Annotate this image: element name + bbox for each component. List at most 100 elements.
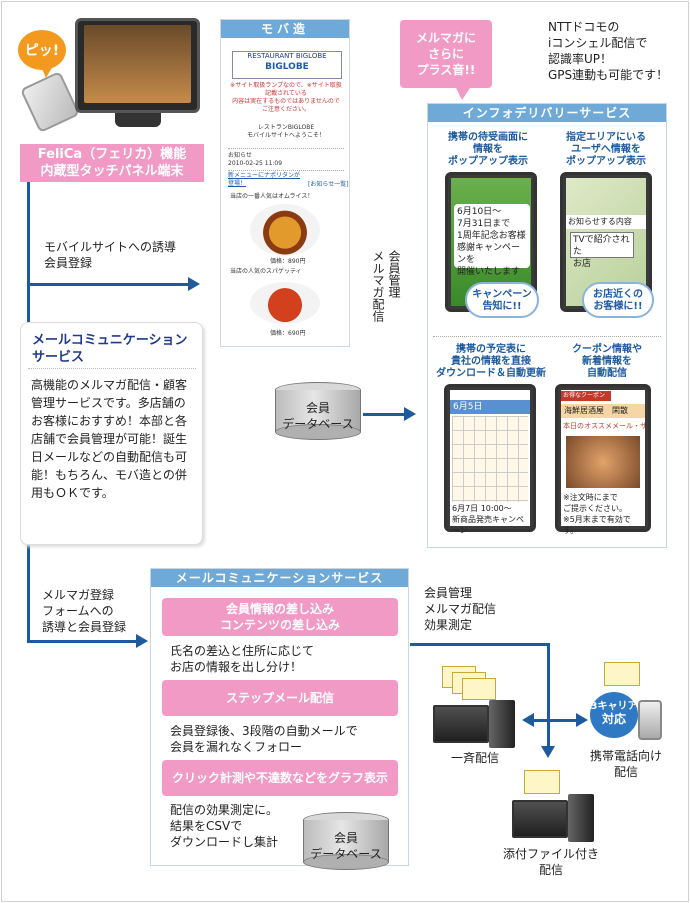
flow-text-line: メルマガ登録 [42,588,115,602]
popup-line: 1周年記念お客様 [457,231,526,241]
note-line: ※5月末まで有効です。 [563,515,631,535]
mobile-site-title: モバ造 [221,20,349,38]
card-divider [28,368,196,369]
divider [228,148,344,149]
db-label: 会員 データベース [304,820,388,862]
info-delivery-title: インフォデリバリーサービス [428,104,666,122]
biglobe-logo: BIGLOBE [265,62,309,72]
db-label-line: データベース [282,417,354,431]
flow-line-right-h [410,643,550,646]
caption-line: クーポン情報や [572,344,642,355]
brand-top-text: RESTAURANT BIGLOBE [247,52,327,60]
caption-line: 携帯の待受画面に [448,132,528,143]
item2-name: 当店の人気のスパゲッティ [230,268,302,275]
caption-line: ユーザへ情報を [571,144,641,155]
mobile-delivery-label: 携帯電話向け 配信 [580,748,672,780]
flow-line-upper [27,283,192,286]
note-line: ※注文時にまで [563,493,618,502]
db-label-line: データベース [310,847,382,861]
graph-desc: 配信の効果測定に。 結果をCSVで ダウンロードし集計 [170,802,278,850]
flow-mailmag-text: メルマガ登録 フォームへの 誘導と会員登録 [42,587,126,635]
callout-tail [456,88,470,100]
felica-label-line2: 内蔵型タッチパネル端末 [40,164,184,179]
popup-line: 開催いたします [457,267,521,277]
news-date: 2010-02-25 11:09 [228,160,283,167]
cyl-body: 会員 データベース [275,390,361,432]
callout-line: プラス音!! [416,63,476,77]
news-list-link[interactable]: [お知らせ一覧] [308,181,349,188]
flow-line-lower [27,640,139,643]
bar-insert-contents: 会員情報の差し込み コンテンツの差し込み [162,598,398,636]
flow-text-line: モバイルサイトへの誘導 [44,240,177,254]
db-arrow-line [363,413,408,416]
bulk-delivery-label: 一斉配信 [450,751,499,765]
desc-line: 配信の効果測定に。 [170,803,279,817]
caption-line: ダウンロード＆自動更新 [436,368,546,379]
docomo-line: GPS連動も可能です！ [548,68,669,82]
label-line: 携帯電話向け [589,749,662,763]
badge-line: 3キャリア [590,701,638,712]
calendar-header: 6月5日 [450,400,530,414]
right-label-line: 効果測定 [424,618,473,632]
caption-line: 新着情報を [582,356,632,367]
right-label-line: 会員管理 [424,586,473,600]
caption-calendar: 携帯の予定表に 貴社の情報を直接 ダウンロード＆自動更新 [433,344,549,380]
shop-name: 海鮮居酒屋 閑散 [561,404,645,418]
area-notice-title: お知らせする内容 [566,215,646,229]
caption-line: ポップアップ表示 [448,156,528,167]
card-body-line: 用もＯＫです。 [31,486,114,500]
popup-line: 6月10日～ [457,207,502,217]
area-popup: TVで紹介された お店 [570,232,634,269]
arrow-right-icon [576,713,588,727]
flow-text-line: 会員登録 [44,256,93,270]
site-welcome: レストランBIGLOBE モバイルサイトへようこそ！ [228,124,344,140]
calendar-grid [452,416,528,502]
popup-line: 7月31日まで [457,219,511,229]
pi-callout: ピッ! [18,30,66,70]
card-body-line: 店舗で会員管理が可能！誕生 [31,432,188,446]
callout-line: さらに [427,47,464,61]
caption-line: 自動配信 [587,368,627,379]
callout-line: メルマガに [415,31,476,45]
felica-label: FeliCa（フェリカ）機能 内蔵型タッチパネル端末 [20,144,204,182]
caption-standby-popup: 携帯の待受画面に 情報を ポップアップ表示 [433,132,543,168]
arrow-left-icon [522,713,534,727]
card-body-line: お客様におすすめ！本部と各 [31,414,188,428]
divider [228,170,344,171]
db-label-line: 会員 [333,831,358,845]
event-line: 6月7日 10:00～ [452,504,512,513]
cloud-line: お客様に!! [593,301,643,312]
notice-line: ご注意ください。 [261,106,310,113]
member-db-top: 会員 データベース [275,382,361,440]
arrow-down-icon [541,746,555,758]
attachment-monitor-icon [512,800,568,838]
label-line: 添付ファイル付き [502,847,599,861]
bar-line: 会員情報の差し込み [225,602,334,616]
carrier-badge: 3キャリア 対応 [590,692,638,738]
mail-service-title: メールコミュニケーションサービス [151,569,408,587]
vertical-label-line: メルマガ配信 [371,250,385,322]
note-line: ご提示ください。 [563,504,627,513]
docomo-text: NTTドコモの iコンシェル配信で 認識率UP！ GPS連動も可能です！ [548,19,668,83]
news-label: お知らせ [228,152,252,159]
campaign-cloud: キャンペーン 告知に!! [465,282,539,318]
welcome-line: モバイルサイトへようこそ！ [246,132,325,139]
card-body-line: 日メールなどの自動配信も可 [31,450,188,464]
site-news: お知らせ 2010-02-25 11:09 [228,152,344,168]
felica-label-line1: FeliCa（フェリカ）機能 [37,147,187,162]
cyl-body: 会員 データベース [303,820,389,862]
attachment-delivery-label: 添付ファイル付き 配信 [496,846,606,878]
pi-callout-text: ピッ! [24,43,60,59]
card-body-line: 能！もちろん、モバ造との併 [31,468,187,482]
desc-line: 氏名の差込と住所に応じて [170,644,315,658]
caption-line: 情報を [473,144,503,155]
cyl-bottom [303,854,389,870]
right-label: 会員管理 メルマガ配信 効果測定 [424,585,496,633]
spaghetti-image [250,282,320,324]
vertical-label: 会員管理 メルマガ配信 [370,250,402,330]
notice-line: 内容は実在するものではありませんので [232,98,340,105]
flow-line-devices [534,719,578,722]
desc-line: ダウンロードし集計 [170,835,279,849]
news-link-text[interactable]: 新メニューにナポリタンが登場！ [228,172,301,187]
label-line: 配信 [613,765,638,779]
